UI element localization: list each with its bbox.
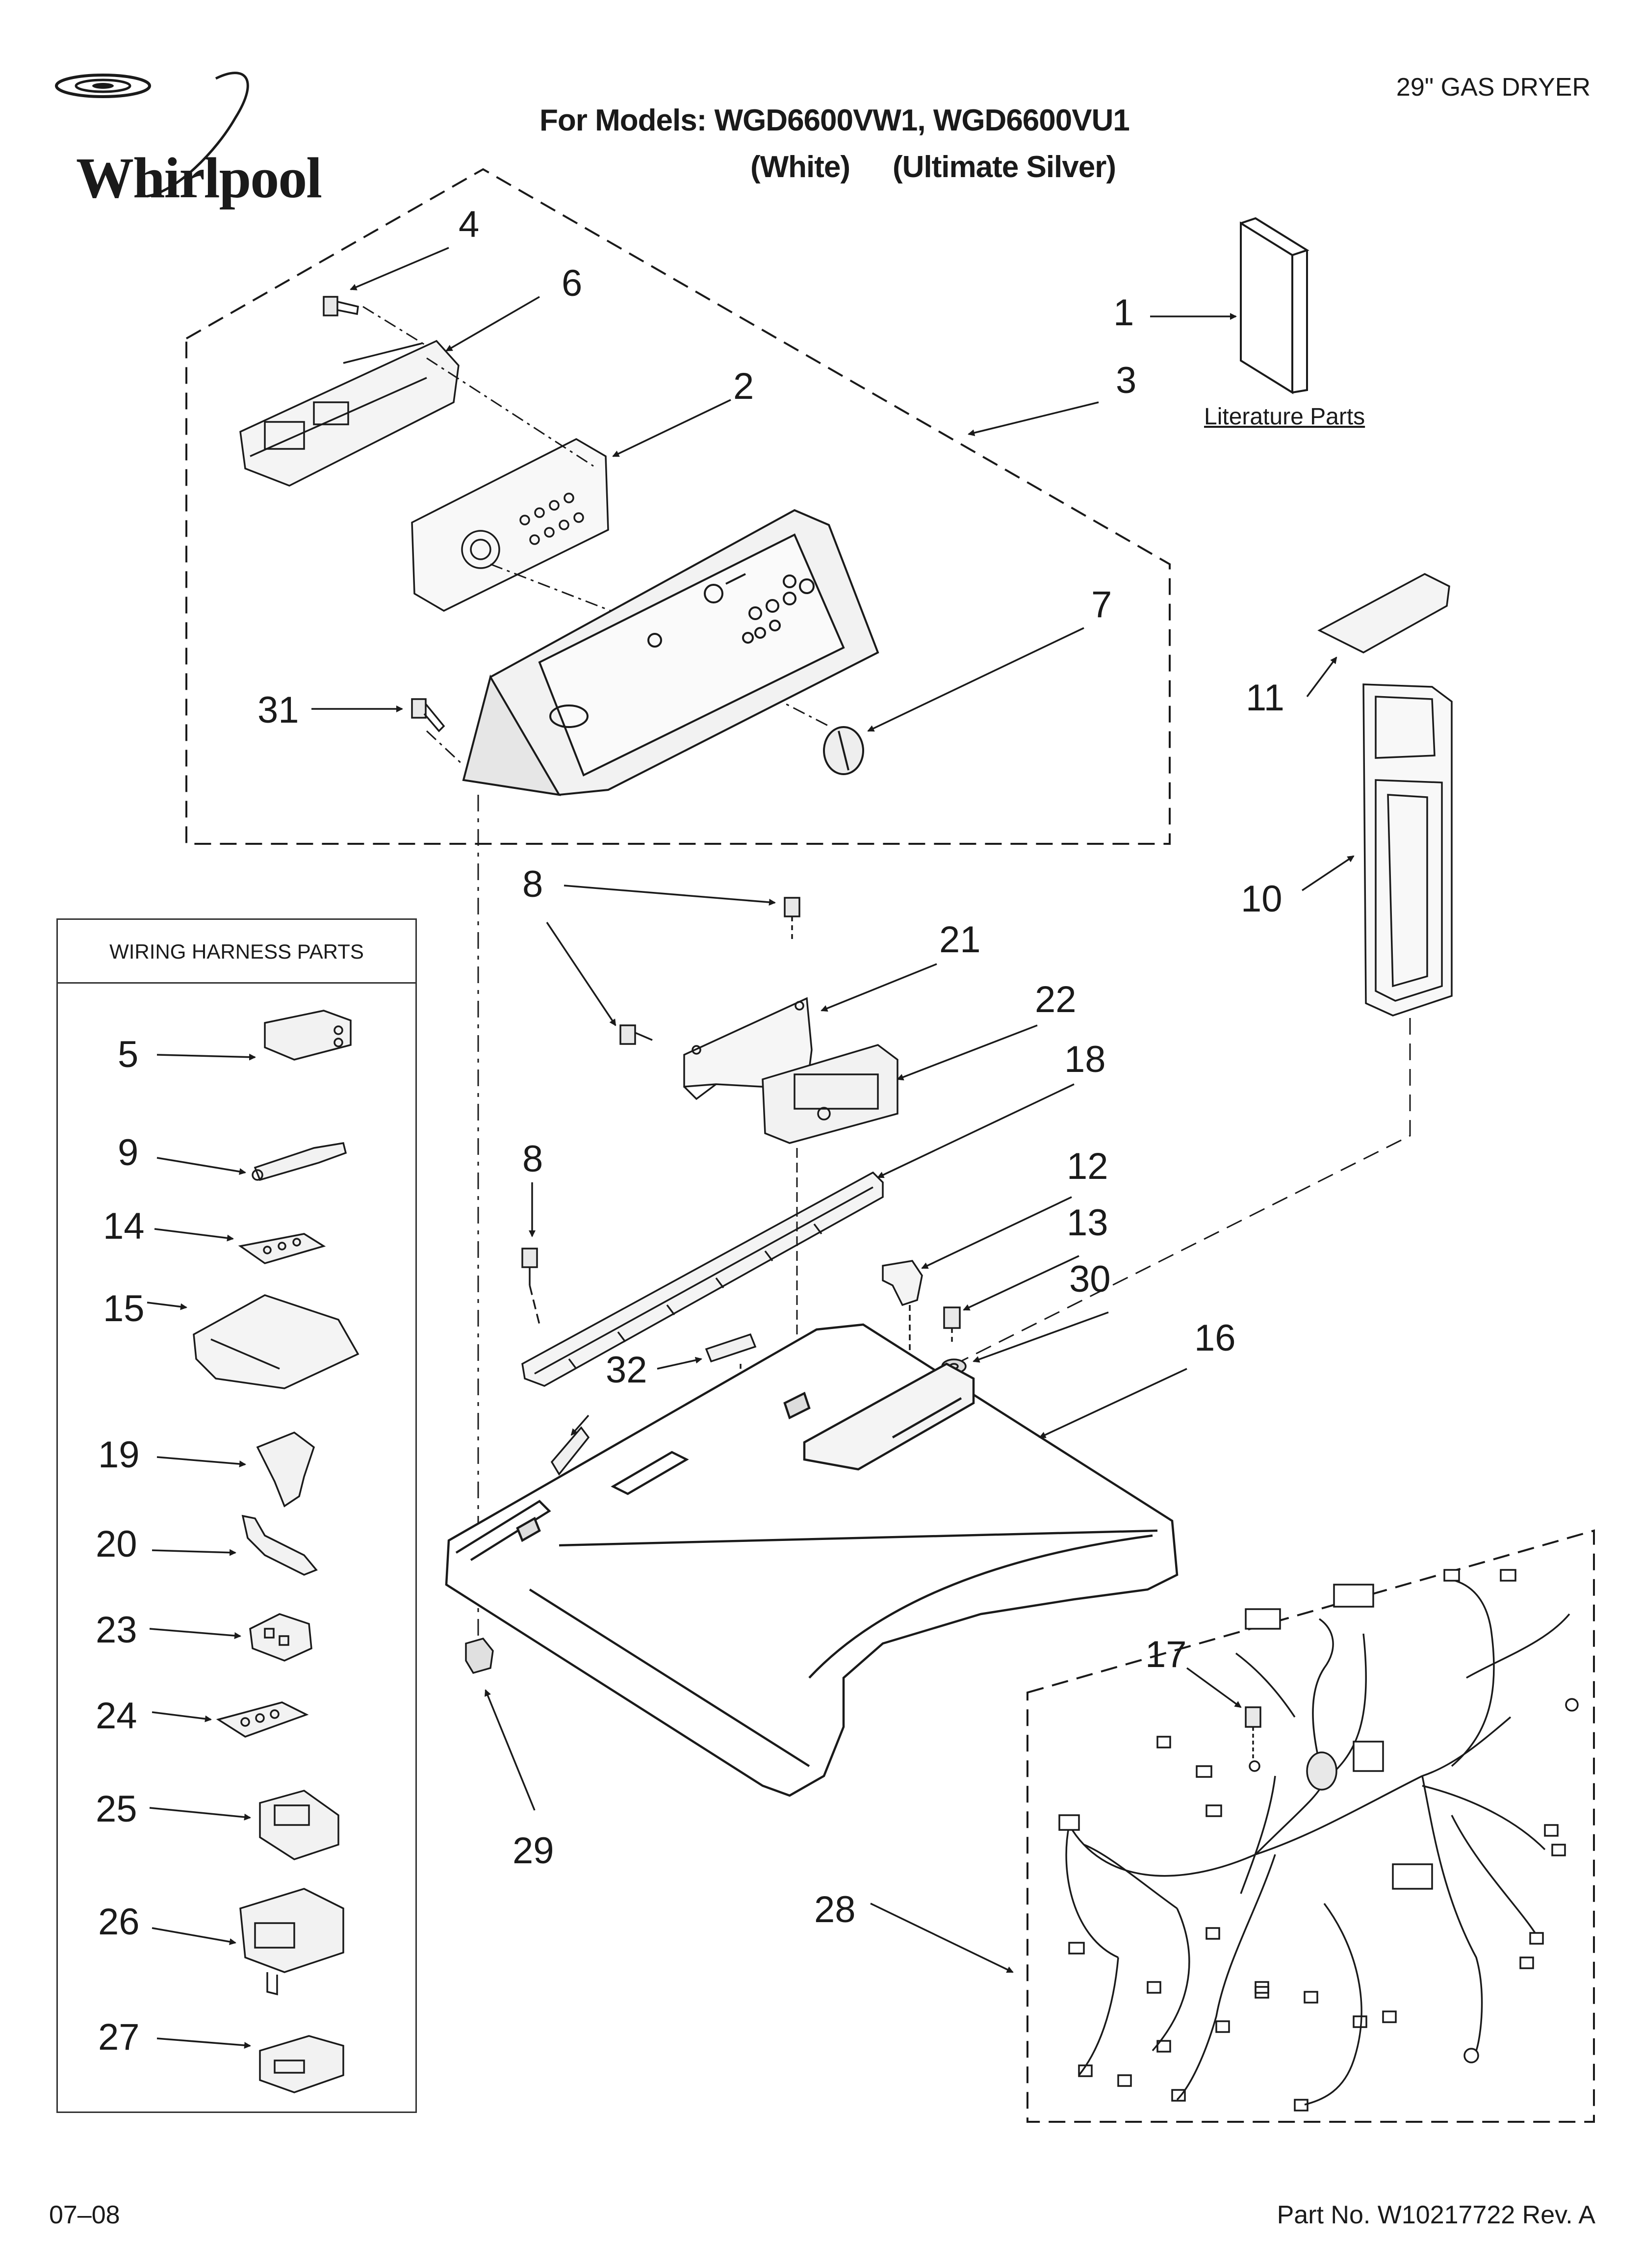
color-white-label: (White) (750, 150, 850, 184)
callout-20: 20 (96, 1523, 137, 1565)
connector-19-part (256, 1432, 315, 1508)
callout-15: 15 (103, 1288, 145, 1330)
callout-30: 30 (1069, 1258, 1111, 1300)
lint-screen-part (1362, 683, 1453, 1017)
callout-17: 17 (1145, 1634, 1187, 1675)
brand-logo: Whirlpool (29, 59, 324, 216)
callout-27: 27 (98, 2016, 140, 2058)
wiring-harness-title: WIRING HARNESS PARTS (58, 920, 415, 984)
literature-parts-label: Literature Parts (1204, 404, 1365, 430)
callout-32: 32 (606, 1349, 647, 1391)
screw-4-part (323, 296, 359, 316)
screw-8b-part (619, 1024, 653, 1045)
module-22-part (762, 1044, 898, 1144)
callout-14: 14 (103, 1205, 145, 1247)
callout-18: 18 (1064, 1039, 1106, 1080)
screw-31-part (411, 698, 445, 732)
callout-12: 12 (1067, 1146, 1108, 1187)
connector-26-part (239, 1888, 344, 1996)
callout-25: 25 (96, 1788, 137, 1830)
part-number: Part No. W10217722 Rev. A (1277, 2201, 1595, 2229)
callout-2: 2 (733, 365, 754, 407)
callout-11: 11 (1246, 677, 1284, 719)
screw-13-part (943, 1306, 961, 1344)
models-title: For Models: WGD6600VW1, WGD6600VU1 (539, 104, 1130, 137)
connector-14-part (238, 1233, 326, 1264)
literature-book-part (1240, 217, 1309, 394)
lint-cover-part (1317, 573, 1450, 653)
callout-8a: 8 (522, 863, 543, 905)
callout-1: 1 (1113, 292, 1134, 334)
connector-23-part (249, 1613, 312, 1662)
knob-part (823, 726, 864, 775)
callout-22: 22 (1035, 979, 1077, 1020)
callout-3: 3 (1116, 360, 1137, 401)
screw-8c-part (521, 1248, 540, 1325)
wiring-harness-box: WIRING HARNESS PARTS (56, 918, 417, 2113)
callout-9: 9 (118, 1132, 139, 1173)
console-part (462, 509, 879, 796)
connector-15-part (193, 1294, 359, 1389)
connector-5-part (264, 1010, 352, 1061)
callout-31: 31 (257, 689, 299, 731)
connector-27-part (259, 2035, 344, 2093)
brand-wordmark: Whirlpool (76, 146, 322, 210)
callout-23: 23 (96, 1609, 137, 1651)
callout-5: 5 (118, 1034, 139, 1075)
connector-24-part (216, 1701, 309, 1738)
callout-26: 26 (98, 1901, 140, 1943)
callout-16: 16 (1194, 1317, 1236, 1359)
document-type: 29" GAS DRYER (1396, 73, 1591, 102)
rear-panel-part (239, 339, 460, 487)
callout-arrows (147, 247, 1355, 2049)
wire-harness-part (1058, 1569, 1579, 2112)
wire-harness-boundary (1026, 1529, 1595, 2123)
clip-12-part (882, 1260, 923, 1354)
callout-29: 29 (513, 1830, 554, 1872)
bracket-part (683, 997, 813, 1100)
callout-4: 4 (459, 204, 480, 245)
callout-24: 24 (96, 1695, 137, 1737)
callout-8b: 8 (522, 1138, 543, 1180)
control-board-part (411, 438, 609, 612)
board-buttons (519, 493, 584, 545)
callout-28: 28 (814, 1889, 856, 1930)
foot-29-part (465, 1637, 494, 1674)
date-code: 07–08 (49, 2201, 120, 2229)
color-silver-label: (Ultimate Silver) (893, 150, 1116, 184)
rail-18-part (521, 1171, 884, 1387)
top-panel-part (445, 1323, 1179, 1797)
connector-25-part (259, 1790, 339, 1860)
callout-6: 6 (562, 262, 583, 304)
callout-13: 13 (1067, 1202, 1108, 1244)
callout-21: 21 (939, 919, 981, 961)
terminal-20-part (241, 1514, 318, 1576)
console-group-boundary (185, 168, 1171, 845)
callout-10: 10 (1241, 878, 1283, 920)
callout-19: 19 (98, 1434, 140, 1476)
screw-17-part (1245, 1706, 1261, 1772)
screw-8a-part (784, 897, 800, 942)
terminal-9-part (252, 1142, 347, 1181)
brand-swirl-icon (55, 72, 249, 198)
callout-7: 7 (1091, 584, 1112, 626)
